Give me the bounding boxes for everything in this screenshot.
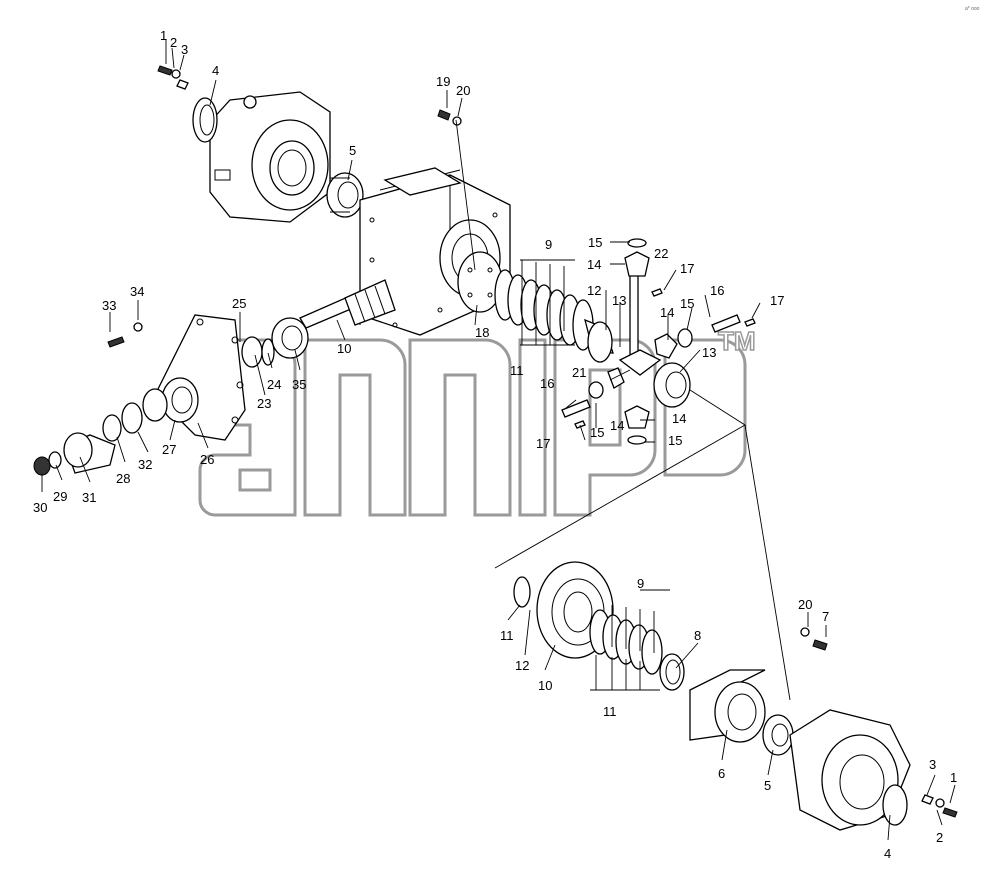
callout-1: 1 — [950, 770, 957, 785]
callout-32: 32 — [138, 457, 152, 472]
callout-labels: 1 2 3 4 5 19 20 9 15 22 14 17 16 17 12 1… — [33, 28, 957, 861]
callout-1: 1 — [160, 28, 167, 43]
lower-bearing-5 — [762, 714, 794, 756]
callout-22: 22 — [654, 246, 668, 261]
callout-9: 9 — [637, 576, 644, 591]
callout-17: 17 — [680, 261, 694, 276]
callout-6: 6 — [718, 766, 725, 781]
callout-14: 14 — [587, 257, 601, 272]
callout-17: 17 — [536, 436, 550, 451]
callout-34: 34 — [130, 284, 144, 299]
callout-10: 10 — [538, 678, 552, 693]
callout-4: 4 — [884, 846, 891, 861]
callout-14: 14 — [610, 418, 624, 433]
callout-10: 10 — [337, 341, 351, 356]
callout-35: 35 — [292, 377, 306, 392]
watermark: TM — [198, 325, 756, 517]
lower-bolt-7-20 — [800, 627, 828, 651]
lower-ring-8 — [659, 653, 685, 691]
callout-14: 14 — [660, 305, 674, 320]
bearing-23-24-25-35 — [241, 317, 309, 368]
callout-21: 21 — [572, 365, 586, 380]
callout-27: 27 — [162, 442, 176, 457]
side-gear-13-right — [653, 362, 691, 408]
callout-7: 7 — [822, 609, 829, 624]
pins — [561, 288, 756, 429]
pinion-shaft-10 — [299, 279, 396, 329]
callout-5: 5 — [349, 143, 356, 158]
callout-30: 30 — [33, 500, 47, 515]
lower-hub-housing-4 — [789, 709, 911, 831]
callout-26: 26 — [200, 452, 214, 467]
callout-17: 17 — [770, 293, 784, 308]
callout-31: 31 — [82, 490, 96, 505]
bearing-5-top — [326, 172, 364, 218]
callout-15: 15 — [680, 296, 694, 311]
corner-mark: a* ooo — [965, 6, 980, 12]
lower-carrier-6 — [689, 669, 766, 743]
callout-11: 11 — [603, 704, 617, 719]
callout-16: 16 — [540, 376, 554, 391]
callout-16: 16 — [710, 283, 724, 298]
left-bolt-set — [157, 65, 189, 90]
callout-2: 2 — [170, 35, 177, 50]
callout-18: 18 — [475, 325, 489, 340]
callout-24: 24 — [267, 377, 281, 392]
callout-14: 14 — [672, 411, 686, 426]
callout-2: 2 — [936, 830, 943, 845]
leader-to-lower-view — [494, 389, 791, 701]
callout-15: 15 — [668, 433, 682, 448]
callout-4: 4 — [212, 63, 219, 78]
callout-8: 8 — [694, 628, 701, 643]
bracket-26 — [154, 314, 246, 441]
callout-13: 13 — [702, 345, 716, 360]
lower-snap-ring-11 — [513, 576, 531, 608]
callout-15: 15 — [588, 235, 602, 250]
callout-13: 13 — [612, 293, 626, 308]
watermark-tm: TM — [718, 326, 756, 356]
flange-31-stack — [33, 388, 168, 476]
lower-disc-pack-9 — [589, 609, 663, 675]
callout-5: 5 — [764, 778, 771, 793]
callout-25: 25 — [232, 296, 246, 311]
spider-assembly — [588, 238, 693, 445]
callout-12: 12 — [587, 283, 601, 298]
callout-20: 20 — [798, 597, 812, 612]
callout-3: 3 — [929, 757, 936, 772]
callout-20: 20 — [456, 83, 470, 98]
callout-leaders — [41, 40, 956, 841]
callout-11: 11 — [500, 628, 514, 643]
callout-12: 12 — [515, 658, 529, 673]
left-seal-ring — [192, 97, 218, 143]
callout-9: 9 — [545, 237, 552, 252]
bolt-33-34 — [107, 322, 143, 348]
callout-29: 29 — [53, 489, 67, 504]
callout-33: 33 — [102, 298, 116, 313]
callout-15: 15 — [590, 425, 604, 440]
bolt-19-20 — [437, 109, 462, 126]
left-hub-housing — [209, 91, 331, 223]
callout-28: 28 — [116, 471, 130, 486]
callout-11: 11 — [510, 363, 524, 378]
lower-bolt-set-1-2-3 — [921, 794, 958, 818]
side-gear-13-top — [584, 318, 614, 363]
callout-3: 3 — [181, 42, 188, 57]
disc-pack-top — [494, 269, 594, 351]
callout-23: 23 — [257, 396, 271, 411]
callout-19: 19 — [436, 74, 450, 89]
